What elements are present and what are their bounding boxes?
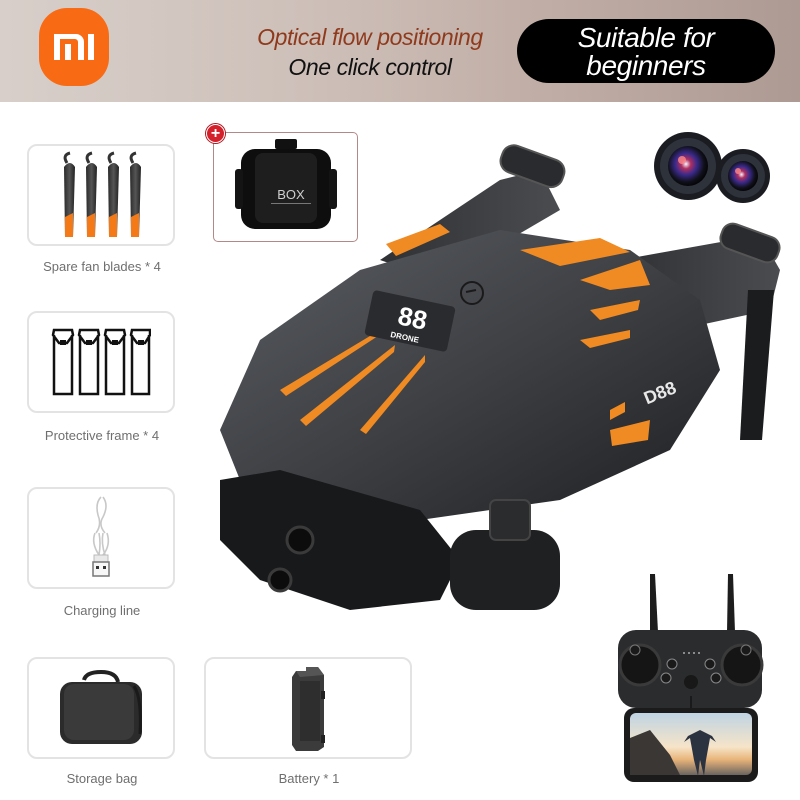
battery-icon bbox=[292, 667, 325, 751]
beginner-badge: Suitable for beginners bbox=[517, 19, 775, 83]
accessory-card-frame bbox=[27, 311, 175, 413]
accessory-card-bag bbox=[27, 657, 175, 759]
tagline: Optical flow positioning One click contr… bbox=[230, 22, 510, 82]
accessory-card-blades bbox=[27, 144, 175, 246]
accessory-label: Spare fan blades * 4 bbox=[43, 259, 161, 274]
vr-headset-icon: BOX bbox=[234, 139, 337, 229]
bonus-vr-card: BOX bbox=[213, 132, 358, 242]
badge-line-1: Suitable for bbox=[577, 22, 715, 53]
mi-logo bbox=[39, 8, 109, 86]
accessory-label: Battery * 1 bbox=[278, 771, 340, 786]
accessory-label: Storage bag bbox=[66, 771, 138, 786]
bonus-plus-badge: + bbox=[206, 124, 225, 143]
accessory-label: Charging line bbox=[63, 603, 141, 618]
dual-camera-icon bbox=[650, 128, 780, 203]
propeller-blades-icon bbox=[63, 151, 141, 237]
usb-cable-icon bbox=[92, 496, 110, 577]
storage-bag-icon bbox=[60, 669, 142, 744]
badge-line-2: beginners bbox=[586, 50, 706, 81]
accessory-card-cable bbox=[27, 487, 175, 589]
accessory-label: Protective frame * 4 bbox=[44, 428, 160, 443]
drone-image: 88 DRONE D88 bbox=[200, 140, 800, 620]
protective-frame-icon bbox=[51, 328, 151, 396]
vr-box-text: BOX bbox=[277, 187, 305, 202]
tagline-positioning: Optical flow positioning bbox=[257, 24, 483, 50]
accessory-card-battery bbox=[204, 657, 412, 759]
tagline-control: One click control bbox=[288, 54, 452, 80]
header-banner: Optical flow positioning One click contr… bbox=[0, 0, 800, 102]
mi-logo-icon bbox=[54, 34, 94, 60]
drone-model-badge: 88 bbox=[395, 300, 430, 335]
remote-controller-icon bbox=[610, 570, 790, 785]
